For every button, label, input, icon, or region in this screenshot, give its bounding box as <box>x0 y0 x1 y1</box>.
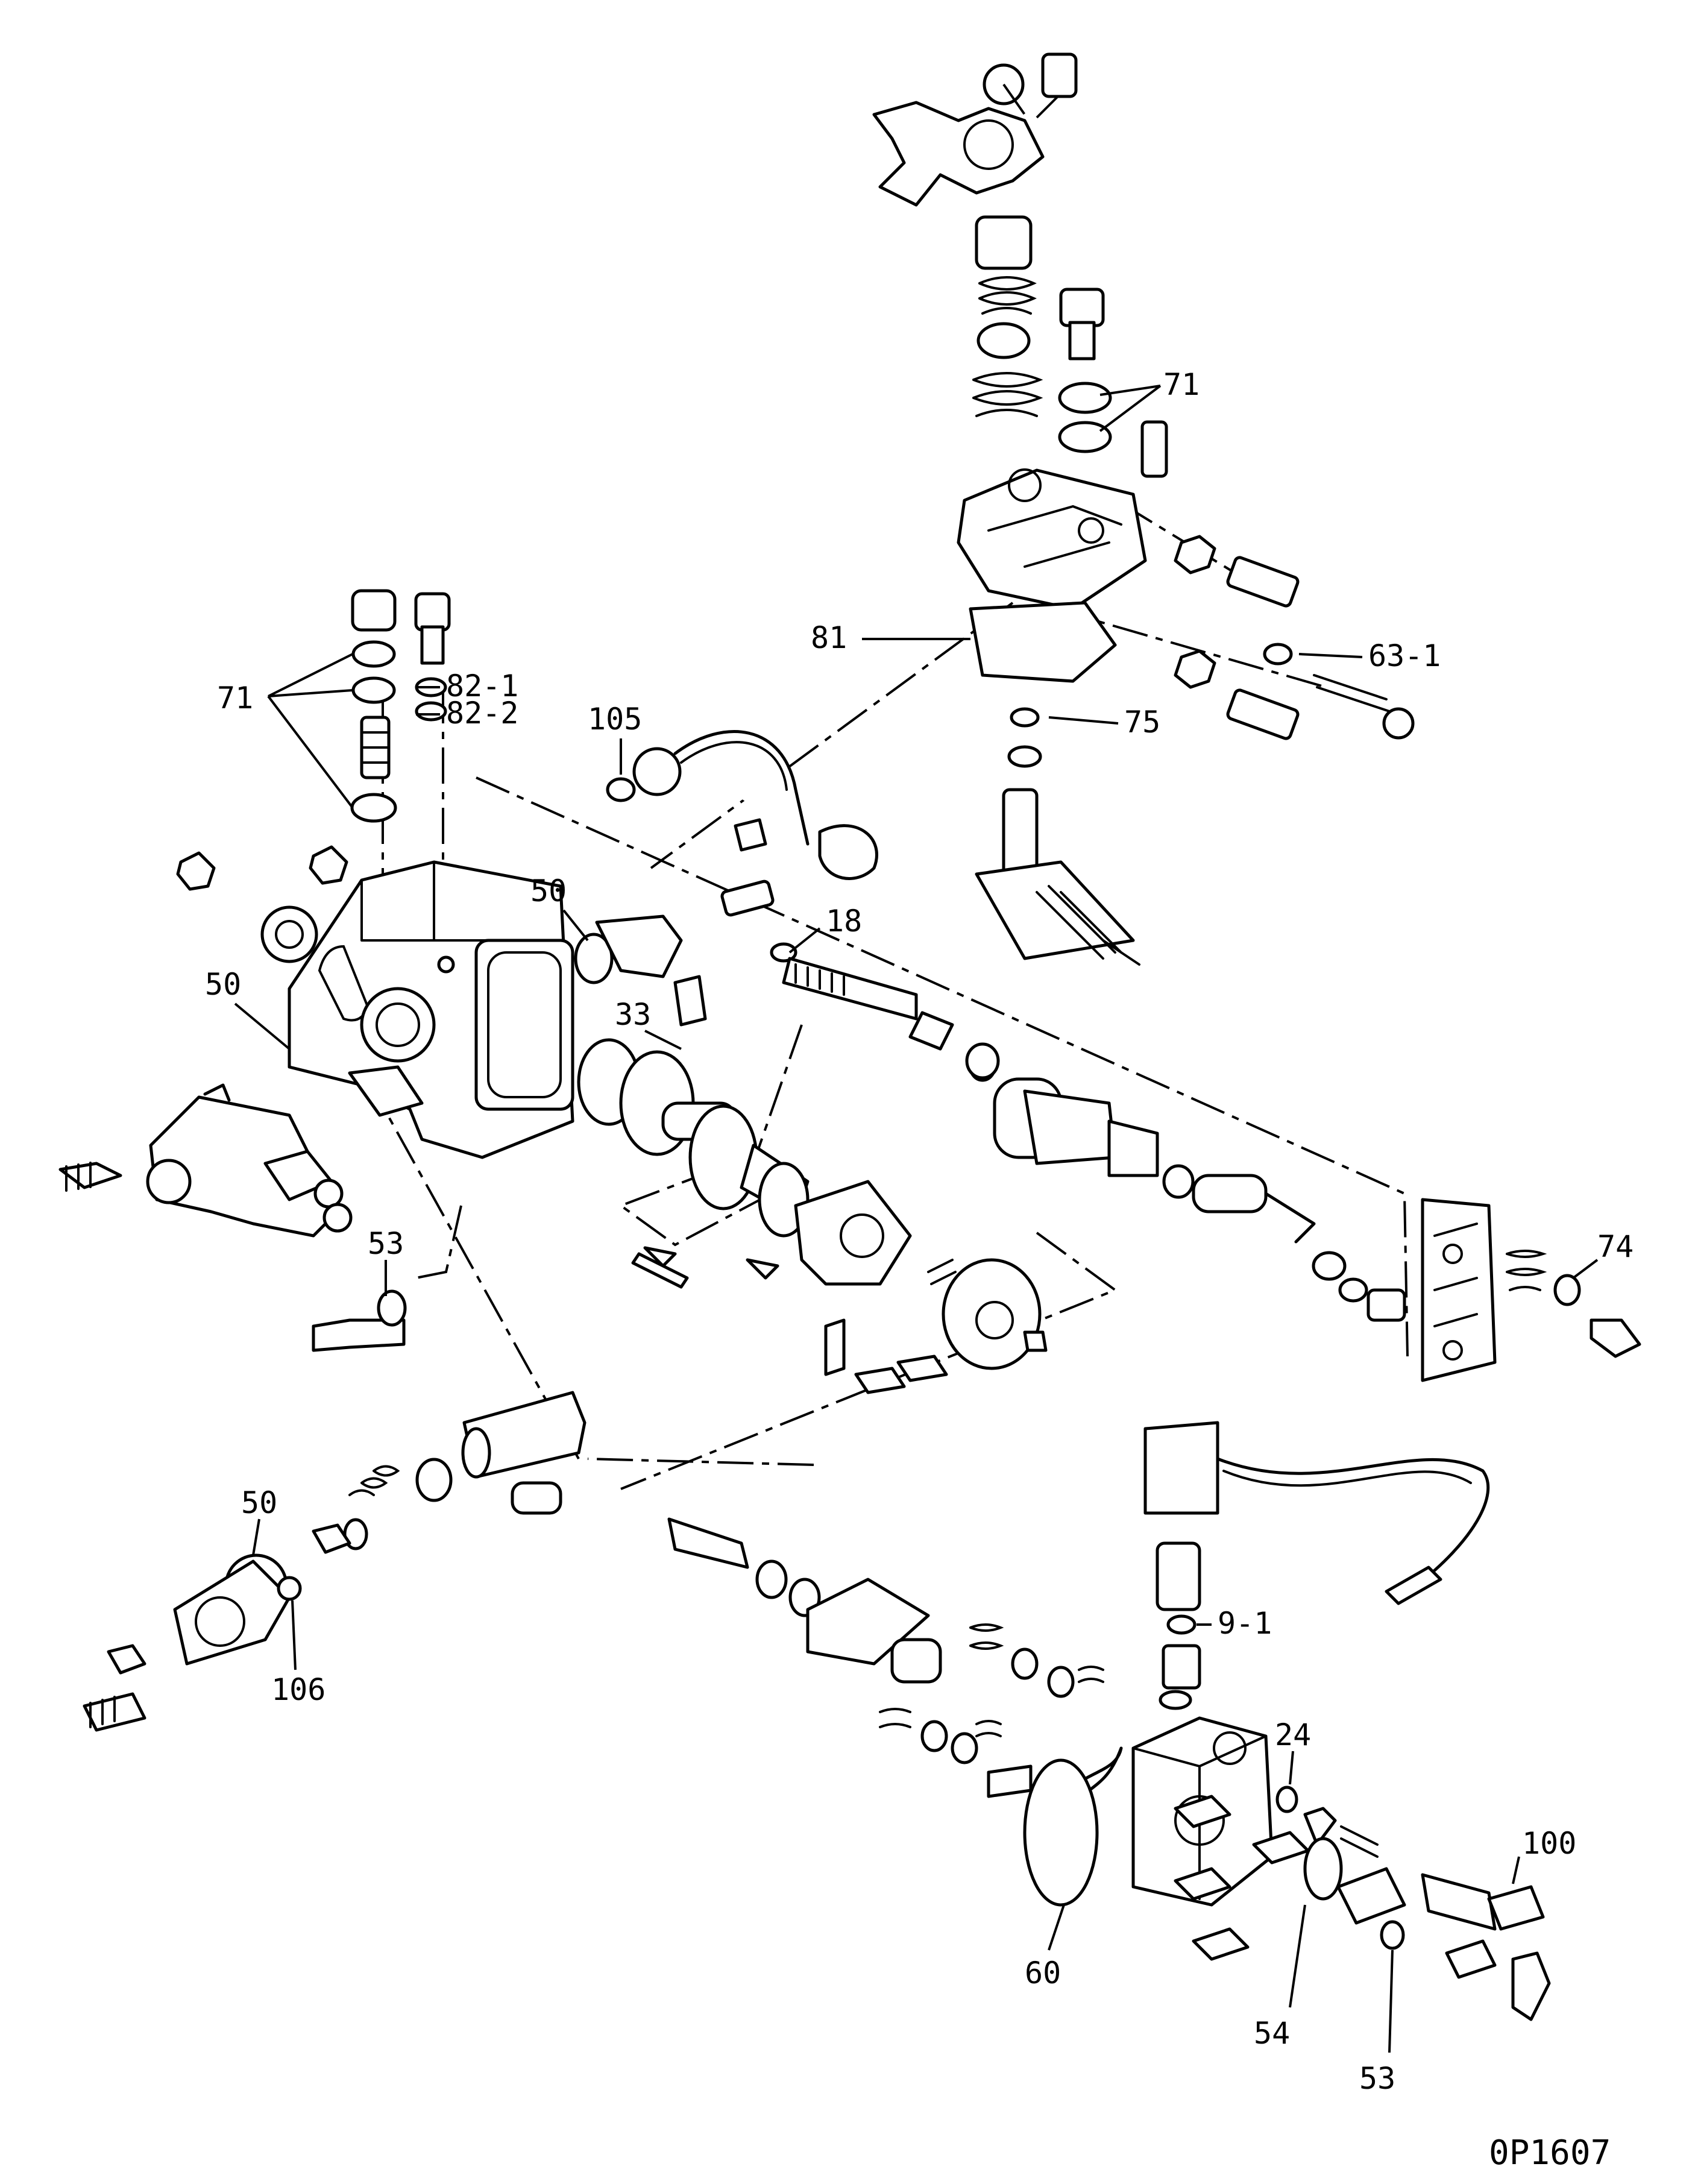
callout-82-1: 82-1 <box>446 669 518 703</box>
callout-24: 24 <box>1275 1717 1311 1752</box>
callout-18: 18 <box>826 904 862 939</box>
callout-106: 106 <box>271 1672 325 1707</box>
front-cover-assembly <box>58 1083 353 1238</box>
callout-33: 33 <box>615 997 651 1032</box>
callout-82-2: 82-2 <box>446 696 518 731</box>
callout-81: 81 <box>811 620 847 655</box>
timer-piston-assembly <box>83 1391 586 1732</box>
callout-54: 54 <box>1254 2016 1290 2051</box>
callout-53-left: 53 <box>368 1226 404 1261</box>
pump-housing-main <box>176 845 574 1159</box>
governor-spring-stack <box>972 215 1168 478</box>
callout-105: 105 <box>588 702 642 737</box>
solenoid-wire-connector <box>606 730 878 880</box>
cover-plate-timer <box>574 880 797 984</box>
callout-50-left: 50 <box>205 967 241 1002</box>
leader-lines <box>234 385 1599 2053</box>
callout-74: 74 <box>1597 1229 1634 1264</box>
callout-60: 60 <box>1025 1956 1061 1990</box>
hydraulic-head <box>1023 1716 1551 2021</box>
fuel-cut-solenoid <box>1143 1421 1490 1710</box>
head-plugs-left <box>350 589 451 823</box>
governor-shaft <box>975 788 1140 966</box>
callout-63-1: 63-1 <box>1368 638 1441 673</box>
callout-9-1: 9-1 <box>1218 1606 1272 1641</box>
callout-53-right: 53 <box>1359 2061 1395 2096</box>
pump-internals <box>577 975 1048 1394</box>
lever-plate <box>1421 1198 1641 1382</box>
feed-pump-parts <box>667 1517 1123 1846</box>
callout-71-top: 71 <box>1163 367 1200 402</box>
callout-50-upper: 50 <box>530 873 567 908</box>
callout-labels: 71 81 63-1 75 71 82-1 82-2 105 50 18 50 … <box>205 367 1634 2173</box>
drawing-code: 0P1607 <box>1489 2133 1611 2173</box>
callout-100: 100 <box>1522 1826 1576 1861</box>
governor-housing <box>957 468 1415 768</box>
governor-lever-assembly <box>872 52 1078 207</box>
callout-50-lower: 50 <box>241 1485 277 1520</box>
bolt-washer-left <box>312 1289 407 1352</box>
callout-71-left: 71 <box>217 681 253 716</box>
center-shaft-stack <box>965 1042 1406 1322</box>
drive-shaft <box>782 957 996 1082</box>
callout-75: 75 <box>1124 705 1160 740</box>
